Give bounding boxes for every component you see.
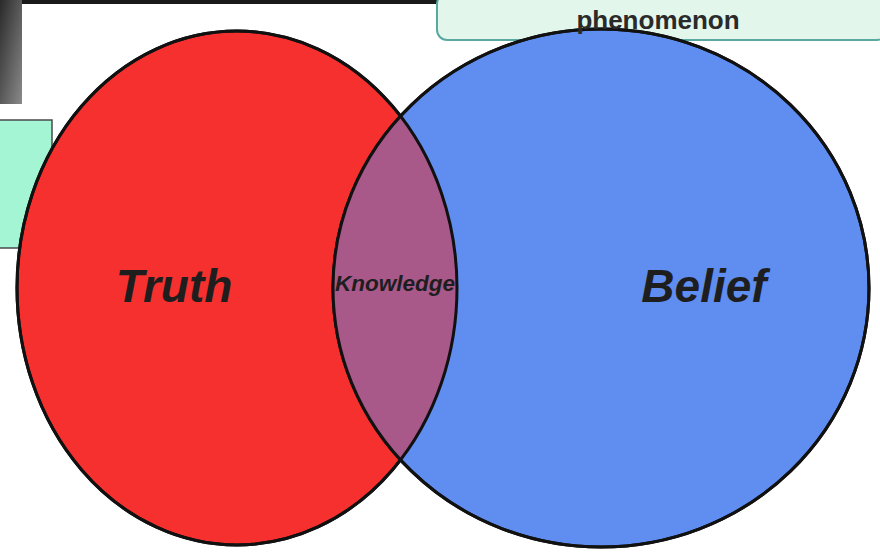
circle-label: Belief — [641, 259, 766, 313]
top-bar — [0, 0, 440, 4]
circle-label: Knowledge — [335, 271, 455, 297]
knowledge-intersection: Knowledge — [333, 30, 458, 546]
photo-fragment — [0, 0, 22, 104]
circle-label: Truth — [116, 259, 233, 313]
